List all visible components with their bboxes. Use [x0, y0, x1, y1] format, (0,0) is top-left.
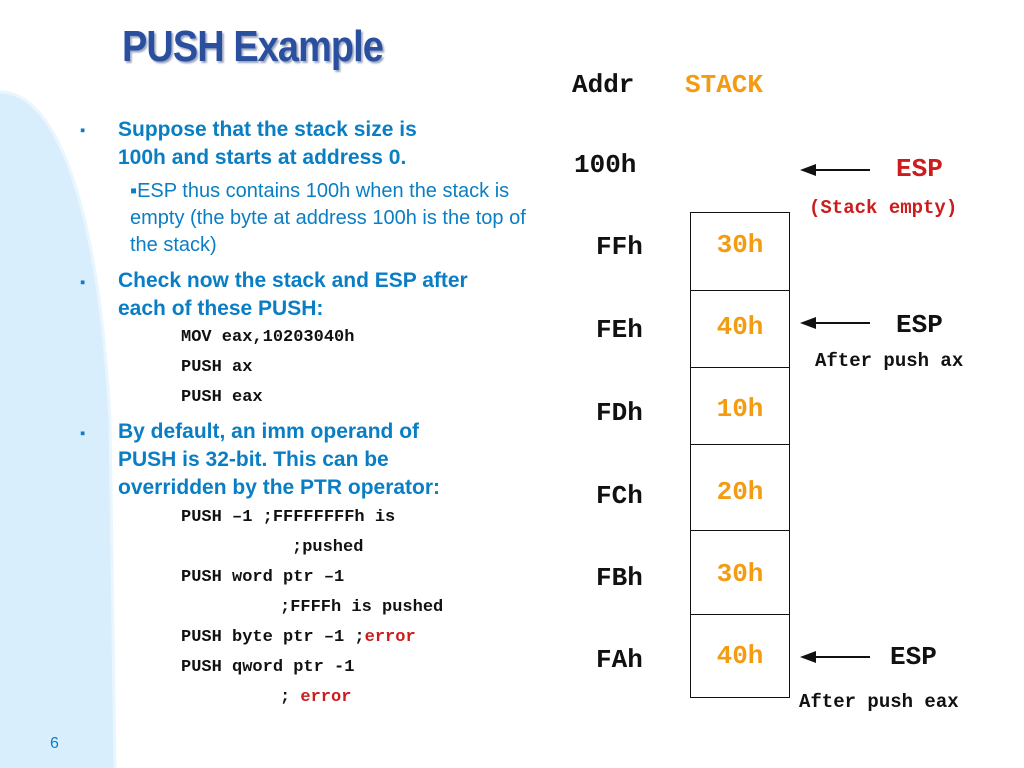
code-line: PUSH –1 ;FFFFFFFFh is: [181, 508, 396, 527]
bullet-marker: ▪: [80, 122, 86, 139]
address-label: FFh: [596, 232, 643, 262]
address-label: FAh: [596, 645, 643, 675]
code-text: ;: [280, 688, 301, 707]
address-label: FBh: [596, 563, 643, 593]
cell-divider: [690, 444, 790, 445]
bullet-3-line-3: overridden by the PTR operator:: [118, 476, 441, 499]
bullet-1-line-2: 100h and starts at address 0.: [118, 146, 407, 169]
arrow-left-icon: [800, 317, 870, 329]
stack-cell-value: 10h: [716, 394, 764, 424]
arrow-left-icon: [800, 651, 870, 663]
slide-title: PUSH Example: [122, 22, 384, 71]
error-text: error: [364, 628, 416, 647]
code-line: MOV eax,10203040h: [181, 328, 355, 347]
bullet-2-line-2: each of these PUSH:: [118, 297, 324, 320]
stack-cell-value: 20h: [716, 477, 764, 507]
code-line: PUSH ax: [181, 358, 253, 377]
cell-divider: [690, 614, 790, 615]
cell-divider: [690, 367, 790, 368]
cell-divider: [690, 530, 790, 531]
bullet-3-text: By default, an imm operand of PUSH is 32…: [118, 418, 440, 502]
bullet-1-subpoint: ▪ESP thus contains 100h when the stack i…: [130, 180, 526, 256]
code-line: ; error: [280, 688, 351, 707]
code-line: ;pushed: [292, 538, 364, 557]
address-label: FCh: [596, 481, 643, 511]
bullet-1-text: Suppose that the stack size is 100h and …: [118, 116, 417, 172]
code-line: PUSH eax: [181, 388, 263, 407]
bullet-2-text: Check now the stack and ESP after each o…: [118, 267, 468, 323]
address-label: FDh: [596, 398, 643, 428]
arrow-left-icon: [800, 164, 870, 176]
error-text: error: [300, 688, 352, 707]
stack-box: [690, 212, 790, 698]
stack-cell-value: 30h: [716, 559, 764, 589]
stack-header: STACK: [685, 70, 764, 100]
esp-note: After push eax: [799, 691, 959, 713]
cell-divider: [690, 290, 790, 291]
esp-label: ESP: [896, 310, 943, 340]
code-line: ;FFFFh is pushed: [280, 598, 444, 617]
stack-cell-value: 30h: [716, 230, 764, 260]
code-line: PUSH qword ptr -1: [181, 658, 355, 677]
code-line: PUSH byte ptr –1 ;error: [181, 628, 416, 647]
bullet-3-line-1: By default, an imm operand of: [118, 420, 420, 443]
bullet-3-line-2: PUSH is 32-bit. This can be: [118, 448, 389, 471]
address-label: FEh: [596, 315, 643, 345]
bullet-2-line-1: Check now the stack and ESP after: [118, 269, 468, 292]
esp-note: After push ax: [815, 350, 964, 372]
addr-header: Addr: [572, 70, 635, 100]
stack-cell-value: 40h: [716, 312, 764, 342]
esp-note: (Stack empty): [809, 197, 958, 219]
stack-cell-value: 40h: [716, 641, 764, 671]
esp-label: ESP: [890, 642, 937, 672]
bullet-marker: ▪: [80, 425, 86, 442]
esp-label: ESP: [896, 154, 943, 184]
bullet-marker: ▪: [80, 274, 86, 291]
code-line: PUSH word ptr –1: [181, 568, 345, 587]
bullet-1-line-1: Suppose that the stack size is: [118, 118, 417, 141]
code-text: PUSH byte ptr –1 ;: [181, 628, 365, 647]
address-label: 100h: [574, 150, 637, 180]
slide-number: 6: [50, 735, 59, 752]
